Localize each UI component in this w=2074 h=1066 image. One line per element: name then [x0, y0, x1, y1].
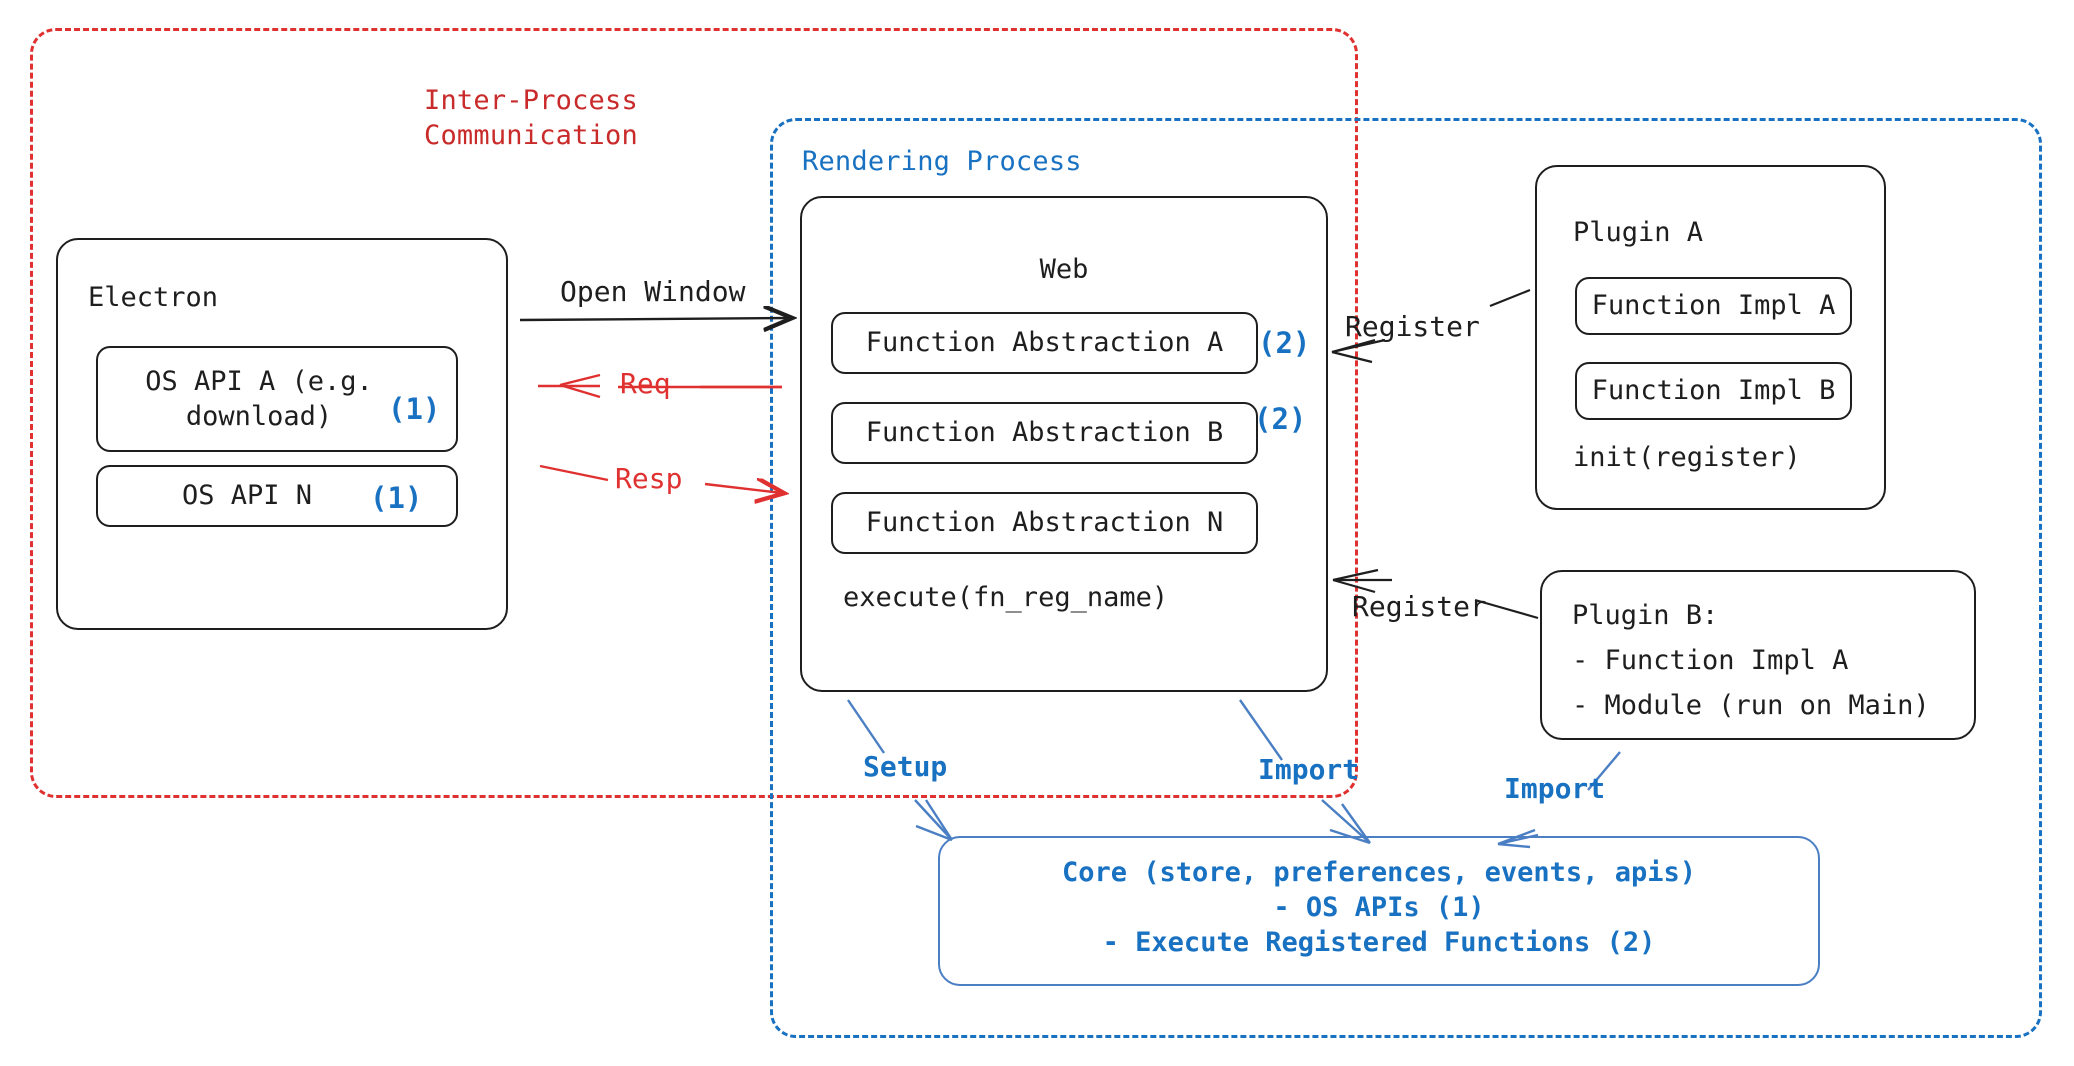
function-abstraction-a-box	[831, 312, 1258, 374]
plugin-a-impl-a-box	[1575, 277, 1852, 335]
plugin-b-line-1: - Function Impl A	[1572, 645, 1849, 676]
function-abstraction-b-box	[831, 402, 1258, 464]
plugin-a-init-label: init(register)	[1573, 442, 1801, 473]
os-api-a-marker: (1)	[388, 392, 441, 426]
core-line-1: Core (store, preferences, events, apis)	[1062, 857, 1696, 888]
core-line-3: - Execute Registered Functions (2)	[1102, 927, 1656, 958]
function-abstraction-n-label: Function Abstraction N	[865, 507, 1224, 539]
plugin-a-impl-b-label: Function Impl B	[1591, 375, 1836, 407]
arrow-open-window-label: Open Window	[560, 275, 746, 308]
os-api-n-box	[96, 465, 458, 527]
plugin-b-box	[1540, 570, 1976, 740]
plugin-a-impl-b-box	[1575, 362, 1852, 420]
function-abstraction-n-box	[831, 492, 1258, 554]
arrow-register-plugin-a-label: Register	[1345, 310, 1480, 343]
function-abstraction-b-marker: (2)	[1254, 402, 1307, 436]
region-inter-process-communication	[30, 28, 1358, 798]
plugin-b-title: Plugin B:	[1572, 600, 1719, 631]
web-title: Web	[1039, 254, 1089, 285]
os-api-a-box	[96, 346, 458, 452]
function-abstraction-a-label: Function Abstraction A	[865, 327, 1224, 359]
electron-title: Electron	[88, 282, 219, 313]
region-ipc-label: Inter-Process Communication	[424, 85, 638, 151]
function-abstraction-a-marker: (2)	[1258, 326, 1311, 360]
os-api-n-label: OS API N	[181, 480, 313, 512]
arrow-register-plugin-b-label: Register	[1352, 590, 1487, 623]
arrow-resp-label: Resp	[615, 462, 683, 495]
plugin-a-title: Plugin A	[1573, 217, 1704, 248]
region-rendering-process-label: Rendering Process	[802, 146, 1082, 177]
core-line-2: - OS APIs (1)	[1273, 892, 1485, 923]
os-api-a-label: OS API A (e.g. download)	[145, 365, 373, 432]
plugin-a-impl-a-label: Function Impl A	[1591, 290, 1836, 322]
arrow-import-plugin-b-label: Import	[1504, 772, 1606, 805]
core-box	[938, 836, 1820, 986]
plugin-a-box	[1535, 165, 1886, 510]
plugin-b-line-2: - Module (run on Main)	[1572, 690, 1930, 721]
os-api-n-marker: (1)	[370, 481, 423, 515]
web-execute-label: execute(fn_reg_name)	[843, 582, 1169, 613]
function-abstraction-b-label: Function Abstraction B	[865, 417, 1224, 449]
arrow-setup-label: Setup	[863, 750, 948, 783]
region-rendering-process	[770, 118, 2042, 1038]
arrow-req-label: Req	[620, 367, 671, 400]
arrow-import-web-label: Import	[1258, 753, 1360, 786]
